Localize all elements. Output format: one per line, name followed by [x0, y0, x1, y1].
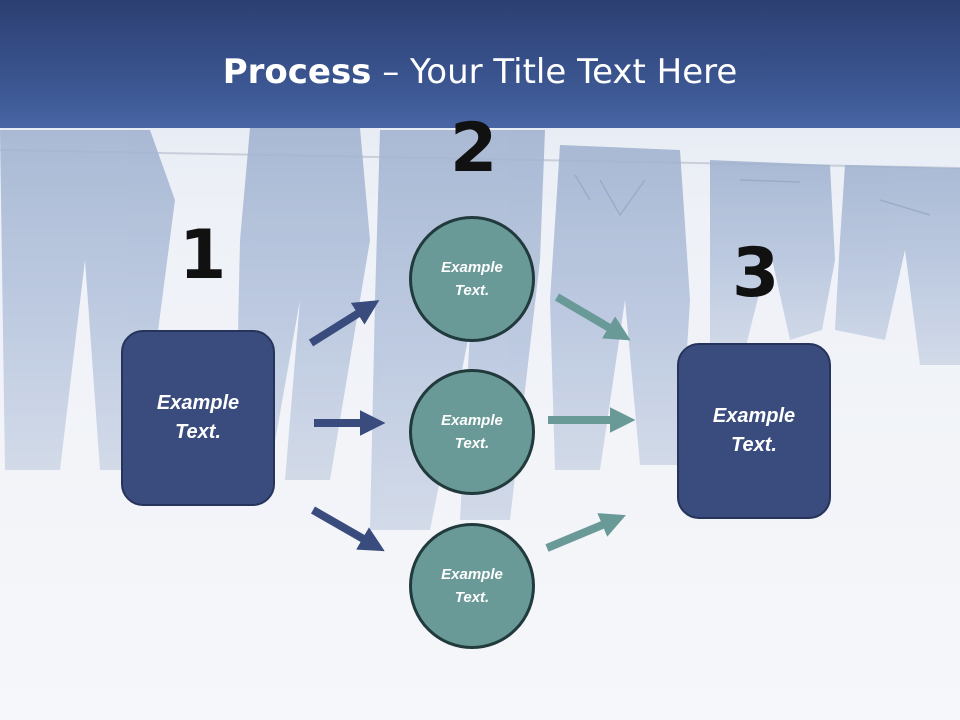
title-bar — [0, 0, 960, 128]
circle-top-text-line1: Example — [441, 259, 503, 276]
circle-middle-text-line2: Text. — [454, 435, 490, 452]
slide-title: Process – Your Title Text Here — [0, 52, 960, 92]
step-number-3: 3 — [732, 234, 780, 313]
right-box-text-line1: Example — [712, 405, 796, 427]
arrow-left-to-bottom — [311, 506, 385, 552]
left-box-text-line2: Text. — [175, 421, 221, 443]
circle-top-text-line2: Text. — [454, 282, 490, 299]
arrow-left-to-top — [308, 300, 380, 347]
arrow-bottom-to-right — [545, 513, 626, 552]
circle-middle-text-line1: Example — [441, 412, 503, 429]
circle-bottom-text-line1: Example — [441, 566, 503, 583]
right-box-text-line2: Text. — [731, 434, 777, 456]
step-number-2: 2 — [450, 109, 498, 188]
title-bold: Process — [222, 52, 372, 92]
title-rest: – Your Title Text Here — [371, 52, 738, 92]
step-number-1: 1 — [179, 216, 227, 295]
left-box-text-line1: Example — [156, 392, 240, 414]
arrow-top-to-right — [554, 293, 631, 341]
circle-bottom-text-line2: Text. — [454, 589, 490, 606]
